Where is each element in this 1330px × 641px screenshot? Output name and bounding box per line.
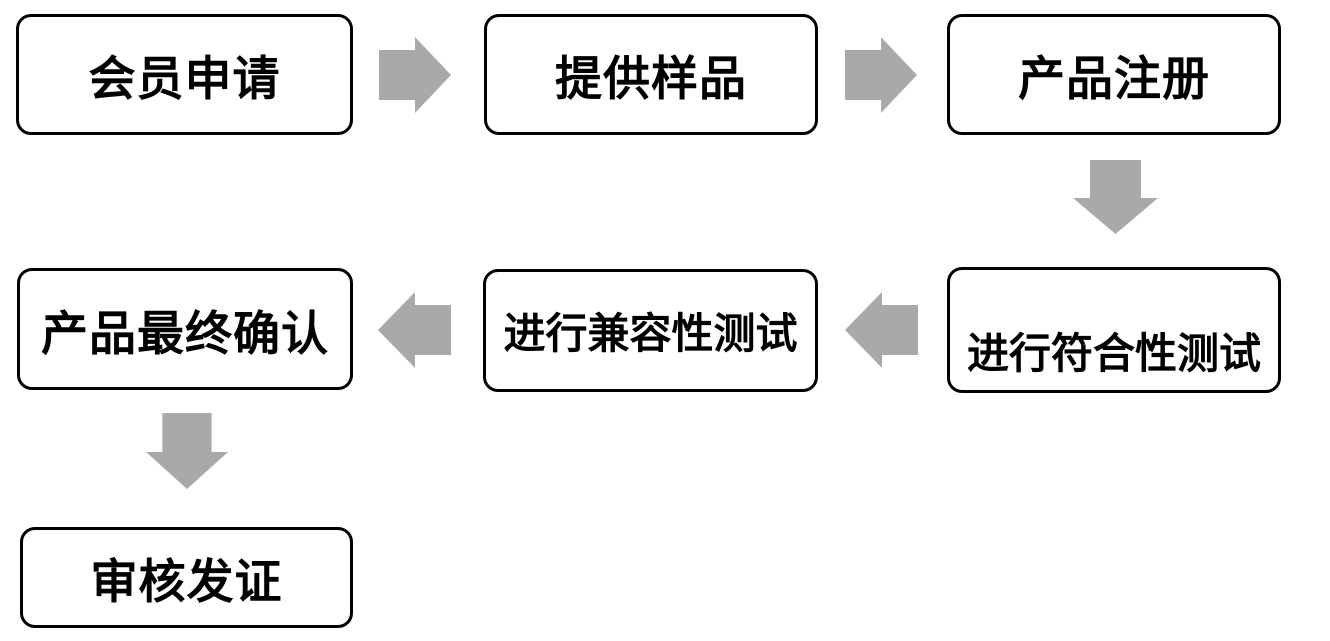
step-label: 产品注册 xyxy=(1018,52,1210,105)
step-box-membership-application: 会员申请 xyxy=(16,14,353,135)
step-label: 进行符合性测试 xyxy=(966,329,1261,377)
step-box-provide-samples: 提供样品 xyxy=(484,14,818,135)
step-box-product-registration: 产品注册 xyxy=(947,14,1281,135)
arrow-right-icon xyxy=(379,37,451,113)
step-label: 提供样品 xyxy=(555,52,747,105)
step-box-compatibility-testing: 进行兼容性测试 xyxy=(483,269,818,392)
step-label: 进行兼容性测试 xyxy=(503,310,798,357)
step-box-review-and-certificate-issuance: 审核发证 xyxy=(20,527,353,628)
step-box-conformity-testing: 进行符合性测试 xyxy=(947,267,1281,393)
arrow-down-icon xyxy=(146,413,228,489)
step-label: 产品最终确认 xyxy=(41,306,329,360)
arrow-right-icon xyxy=(845,37,917,113)
arrow-down-icon xyxy=(1073,160,1158,234)
step-box-final-product-confirmation: 产品最终确认 xyxy=(17,268,353,390)
step-label: 会员申请 xyxy=(88,52,281,105)
step-label: 审核发证 xyxy=(90,555,283,608)
arrow-left-icon xyxy=(845,292,918,368)
arrow-left-icon xyxy=(378,292,451,368)
